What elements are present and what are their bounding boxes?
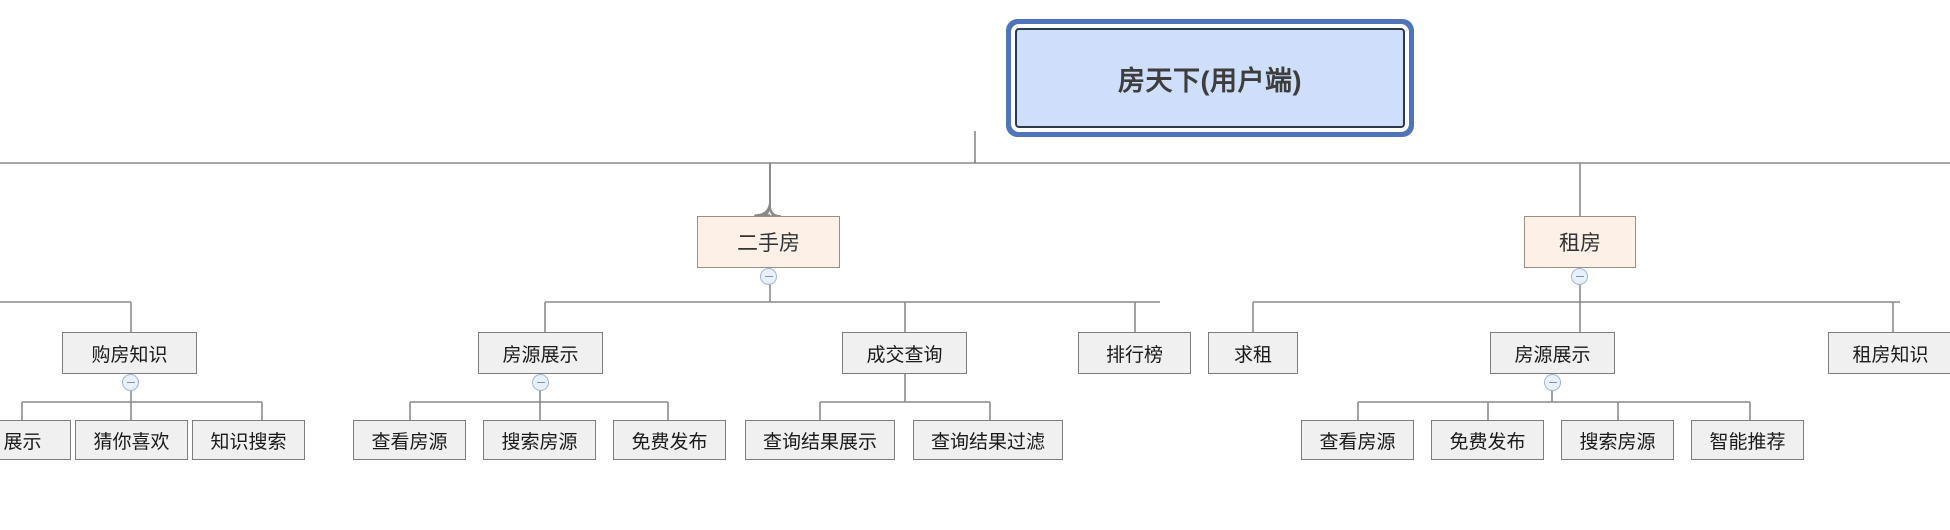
category-node-qiuzu[interactable]: 求租 [1208, 332, 1298, 374]
leaf-node-label: 免费发布 [631, 431, 708, 453]
branch-node-ershoufang[interactable]: 二手房 [697, 216, 840, 268]
category-node-label: 租房知识 [1852, 344, 1929, 366]
root-node[interactable]: 房天下(用户端) [1015, 28, 1405, 128]
leaf-node-label: 搜索房源 [1579, 431, 1656, 453]
leaf-node-caiNiXihuan[interactable]: 猜你喜欢 [75, 420, 188, 460]
root-node-label: 房天下(用户端) [1118, 65, 1302, 96]
leaf-node-chakanfangyuan-ershou[interactable]: 查看房源 [353, 420, 466, 460]
leaf-node-mianfeifabu-ershou[interactable]: 免费发布 [613, 420, 726, 460]
leaf-node-chaxunjieguozhanshi[interactable]: 查询结果展示 [745, 420, 895, 460]
leaf-node-chakanfangyuan-zufang[interactable]: 查看房源 [1301, 420, 1414, 460]
leaf-node-label: 猜你喜欢 [93, 431, 170, 453]
leaf-node-zhinengtuijian[interactable]: 智能推荐 [1691, 420, 1804, 460]
leaf-node-sousuofangyuan-ershou[interactable]: 搜索房源 [483, 420, 596, 460]
category-node-goufangzhishi[interactable]: 购房知识 [62, 332, 197, 374]
branch-node-label: 租房 [1559, 232, 1601, 255]
leaf-node-label: 搜索房源 [501, 431, 578, 453]
leaf-node-label: 查询结果展示 [762, 431, 877, 453]
minus-circle-icon[interactable] [1544, 374, 1561, 391]
minus-circle-icon[interactable] [760, 268, 777, 285]
leaf-node-label: 免费发布 [1449, 431, 1526, 453]
leaf-node-label: 展示 [3, 431, 42, 453]
branch-node-zufang[interactable]: 租房 [1524, 216, 1636, 268]
category-node-zufangzhishi[interactable]: 租房知识 [1828, 332, 1950, 374]
minus-circle-icon[interactable] [1571, 268, 1588, 285]
leaf-node-sousuofangyuan-zufang[interactable]: 搜索房源 [1561, 420, 1674, 460]
leaf-node-mianfeifabu-zufang[interactable]: 免费发布 [1431, 420, 1544, 460]
category-node-label: 求租 [1233, 344, 1272, 366]
category-node-fangyuanzhanshi-ershou[interactable]: 房源展示 [478, 332, 603, 374]
leaf-node-label: 知识搜索 [210, 431, 287, 453]
leaf-node-label: 智能推荐 [1709, 431, 1786, 453]
category-node-label: 房源展示 [1514, 344, 1591, 366]
category-node-paihangbang[interactable]: 排行榜 [1078, 332, 1191, 374]
leaf-node-zhanshi[interactable]: 展示 [0, 420, 71, 460]
minus-circle-icon[interactable] [532, 374, 549, 391]
category-node-chengjiaochaxun[interactable]: 成交查询 [842, 332, 967, 374]
category-node-label: 购房知识 [91, 344, 168, 366]
leaf-node-chaxunjieguoguolv[interactable]: 查询结果过滤 [913, 420, 1063, 460]
minus-circle-icon[interactable] [122, 374, 139, 391]
leaf-node-zhishisousuo[interactable]: 知识搜索 [192, 420, 305, 460]
branch-node-label: 二手房 [737, 232, 800, 255]
leaf-node-label: 查看房源 [371, 431, 448, 453]
leaf-node-label: 查看房源 [1319, 431, 1396, 453]
category-node-fangyuanzhanshi-zufang[interactable]: 房源展示 [1490, 332, 1615, 374]
leaf-node-label: 查询结果过滤 [930, 431, 1045, 453]
category-node-label: 成交查询 [866, 344, 943, 366]
category-node-label: 房源展示 [502, 344, 579, 366]
category-node-label: 排行榜 [1105, 344, 1163, 366]
